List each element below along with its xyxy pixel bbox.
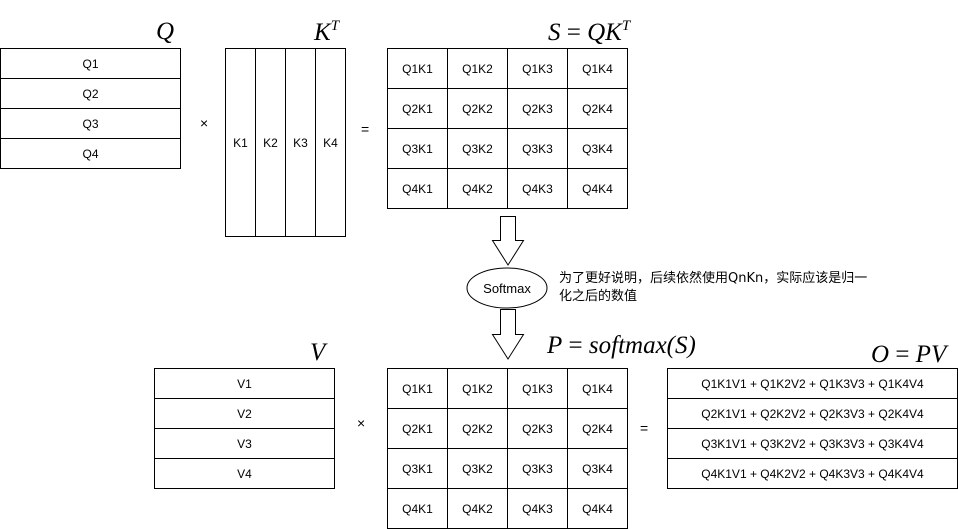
q-matrix: Q1 Q2 Q3 Q4: [0, 48, 181, 169]
s-cell: Q3K3: [507, 128, 568, 169]
s-cell: Q4K3: [507, 168, 568, 209]
q-row: Q4: [0, 138, 181, 169]
q-row: Q3: [0, 108, 181, 139]
s-cell: Q4K1: [387, 168, 448, 209]
k-column: K2: [255, 48, 286, 237]
o-row: Q2K1V1 + Q2K2V2 + Q2K3V3 + Q2K4V4: [667, 398, 958, 429]
p-cell: Q4K4: [567, 488, 628, 529]
v-label: V: [310, 339, 326, 366]
down-arrow-icon: [491, 216, 525, 266]
p-cell: Q4K3: [507, 488, 568, 529]
s-cell: Q3K2: [447, 128, 508, 169]
s-cell: Q2K2: [447, 88, 508, 129]
o-row: Q4K1V1 + Q4K2V2 + Q4K3V3 + Q4K4V4: [667, 458, 958, 489]
p-cell: Q2K3: [507, 408, 568, 449]
v-row: V3: [154, 428, 335, 459]
q-row: Q2: [0, 78, 181, 109]
note-line: 为了更好说明，后续依然使用QnKn，实际应该是归一: [559, 271, 868, 286]
s-label: S = QKT: [548, 18, 631, 46]
p-cell: Q4K1: [387, 488, 448, 529]
v-matrix: V1 V2 V3 V4: [154, 368, 335, 489]
o-matrix: Q1K1V1 + Q1K2V2 + Q1K3V3 + Q1K4V4 Q2K1V1…: [667, 368, 958, 489]
times-operator-top: ×: [200, 115, 209, 131]
o-row: Q3K1V1 + Q3K2V2 + Q3K3V3 + Q3K4V4: [667, 428, 958, 459]
s-matrix: Q1K1 Q1K2 Q1K3 Q1K4 Q2K1 Q2K2 Q2K3 Q2K4 …: [387, 48, 628, 209]
kt-label: KT: [314, 18, 340, 46]
p-matrix: Q1K1 Q1K2 Q1K3 Q1K4 Q2K1 Q2K2 Q2K3 Q2K4 …: [387, 368, 628, 529]
s-cell: Q2K4: [567, 88, 628, 129]
s-cell: Q1K3: [507, 48, 568, 89]
down-arrow-icon: [491, 309, 525, 360]
v-row: V2: [154, 398, 335, 429]
k-column: K4: [315, 48, 346, 237]
s-cell: Q4K2: [447, 168, 508, 209]
softmax-label-box: Softmax: [465, 265, 549, 311]
softmax-label: Softmax: [483, 280, 531, 296]
p-cell: Q2K2: [447, 408, 508, 449]
kt-matrix: K1 K2 K3 K4: [225, 48, 346, 237]
softmax-note: 为了更好说明，后续依然使用QnKn，实际应该是归一 化之后的数值: [559, 270, 949, 306]
s-cell: Q2K3: [507, 88, 568, 129]
q-label: Q: [156, 18, 175, 45]
p-cell: Q1K2: [447, 368, 508, 409]
p-cell: Q3K1: [387, 448, 448, 489]
s-cell: Q1K1: [387, 48, 448, 89]
s-cell: Q1K2: [447, 48, 508, 89]
s-cell: Q4K4: [567, 168, 628, 209]
k-column: K1: [225, 48, 256, 237]
note-line: 化之后的数值: [559, 289, 638, 304]
v-row: V1: [154, 368, 335, 399]
p-cell: Q1K3: [507, 368, 568, 409]
p-cell: Q1K1: [387, 368, 448, 409]
s-cell: Q2K1: [387, 88, 448, 129]
p-cell: Q2K1: [387, 408, 448, 449]
equals-operator-top: =: [361, 121, 370, 137]
o-row: Q1K1V1 + Q1K2V2 + Q1K3V3 + Q1K4V4: [667, 368, 958, 399]
k-column: K3: [285, 48, 316, 237]
p-cell: Q2K4: [567, 408, 628, 449]
s-cell: Q3K4: [567, 128, 628, 169]
v-row: V4: [154, 458, 335, 489]
o-label: O = PV: [871, 341, 947, 368]
times-operator-bottom: ×: [357, 415, 366, 431]
p-cell: Q3K3: [507, 448, 568, 489]
s-cell: Q1K4: [567, 48, 628, 89]
p-cell: Q4K2: [447, 488, 508, 529]
q-row: Q1: [0, 48, 181, 79]
p-cell: Q3K4: [567, 448, 628, 489]
p-cell: Q1K4: [567, 368, 628, 409]
p-label: P = softmax(S): [547, 332, 696, 359]
s-cell: Q3K1: [387, 128, 448, 169]
softmax-node: [466, 267, 548, 309]
equals-operator-bottom: =: [640, 420, 649, 436]
p-cell: Q3K2: [447, 448, 508, 489]
